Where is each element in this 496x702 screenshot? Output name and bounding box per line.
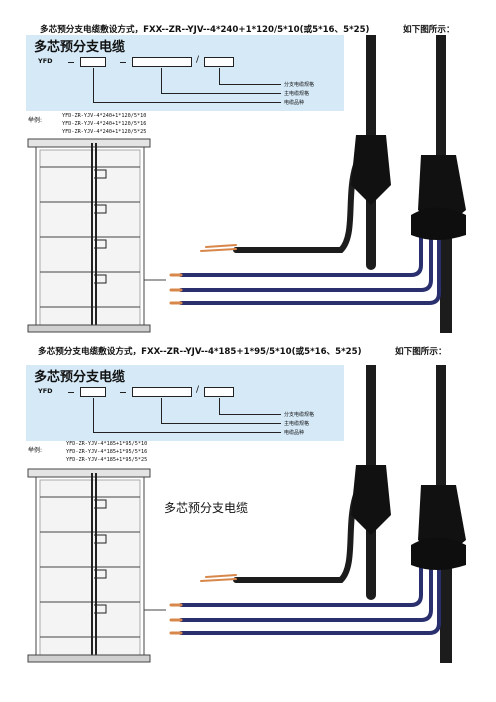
figure-panel-1: 多芯预分支电缆 YFD / 分支电缆规格 主电缆规格 电缆品种 举例: YFD-… xyxy=(26,35,471,333)
overlay-title: 多芯预分支电缆 xyxy=(164,501,249,515)
example-line: YFD-ZR-YJV-4*240+1*120/5*16 xyxy=(62,121,147,127)
model-slash: / xyxy=(196,385,200,395)
legend-main-spec: 主电缆规格 xyxy=(284,91,310,97)
legend-main-spec: 主电缆规格 xyxy=(284,421,310,427)
leader-line xyxy=(93,398,281,433)
caption-2-hint: 如下图所示： xyxy=(395,347,447,357)
leader-line xyxy=(161,398,281,424)
panel-title: 多芯预分支电缆 xyxy=(34,370,126,385)
example-line: YFD-ZR-YJV-4*185+1*95/5*10 xyxy=(66,441,148,447)
figure-panel-2: 多芯预分支电缆 YFD / 分支电缆规格 主电缆规格 电缆品种 举例: YFD-… xyxy=(26,365,471,663)
example-label: 举例: xyxy=(28,447,43,454)
cable-assembly xyxy=(169,365,452,663)
model-prefix: YFD xyxy=(38,57,53,65)
model-box-type xyxy=(80,387,106,397)
model-code: YFD xyxy=(38,387,53,395)
model-box-branch xyxy=(204,387,234,397)
cable-illustration xyxy=(27,365,466,663)
legend-branch-spec: 分支电缆规格 xyxy=(284,412,315,418)
model-band xyxy=(26,35,344,111)
panel-title: 多芯预分支电缆 xyxy=(34,40,126,55)
caption-1-text: 多芯预分支电缆敷设方式，FXX--ZR--YJV--4*240+1*120/5*… xyxy=(40,25,370,35)
model-prefix: YFD xyxy=(38,387,53,395)
model-band xyxy=(26,365,344,441)
legend-cable-type: 电缆品种 xyxy=(284,100,305,106)
cable-illustration xyxy=(27,35,466,333)
building-section xyxy=(27,138,166,333)
leader-line xyxy=(161,68,281,94)
model-box-type xyxy=(80,57,106,67)
model-dash xyxy=(120,62,126,63)
caption-1-hint: 如下图所示： xyxy=(403,25,455,35)
building-section xyxy=(27,468,166,663)
caption-2-text: 多芯预分支电缆敷设方式，FXX--ZR--YJV--4*185+1*95/5*1… xyxy=(38,347,362,357)
model-dash xyxy=(68,392,74,393)
model-box-main xyxy=(132,57,192,67)
y-joint-upper xyxy=(351,465,391,535)
example-line: YFD-ZR-YJV-4*240+1*120/5*25 xyxy=(62,129,147,135)
model-code: YFD xyxy=(38,57,53,65)
branch-mold xyxy=(411,537,466,570)
model-dash xyxy=(120,392,126,393)
example-line: YFD-ZR-YJV-4*240+1*120/5*10 xyxy=(62,113,147,119)
model-slash: / xyxy=(196,55,200,65)
model-box-branch xyxy=(204,57,234,67)
legend-cable-type: 电缆品种 xyxy=(284,430,305,436)
cable-assembly xyxy=(169,35,452,333)
example-line: YFD-ZR-YJV-4*185+1*95/5*16 xyxy=(66,449,148,455)
example-line: YFD-ZR-YJV-4*185+1*95/5*25 xyxy=(66,457,148,463)
example-label: 举例: xyxy=(28,117,43,124)
leader-line xyxy=(219,68,281,85)
model-box-main xyxy=(132,387,192,397)
y-joint-upper xyxy=(351,135,391,205)
legend-branch-spec: 分支电缆规格 xyxy=(284,82,315,88)
leader-line xyxy=(93,68,281,103)
leader-line xyxy=(219,398,281,415)
branch-mold xyxy=(411,207,466,240)
model-dash xyxy=(68,62,74,63)
